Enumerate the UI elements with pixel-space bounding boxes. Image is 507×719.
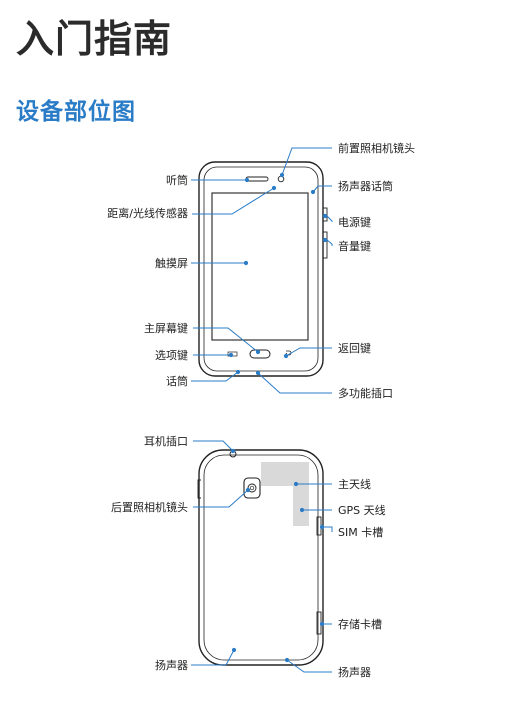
label-power-key: 电源键 [338,216,371,229]
label-touchscreen: 触摸屏 [155,257,188,270]
back-outer-frame [198,449,324,666]
home-key [249,349,271,359]
label-speaker-left: 扬声器 [155,659,188,672]
leader-multipurpose [257,372,332,394]
leader-back [285,347,332,357]
label-main-antenna: 主天线 [338,478,371,491]
gps-antenna-area [293,486,309,526]
leader-volume [326,239,333,246]
label-gps-antenna: GPS 天线 [338,504,386,517]
leader-speaker-right [286,659,332,673]
label-earpiece: 听筒 [166,174,188,187]
rear-camera-housing [243,477,261,499]
front-camera-lens [277,175,285,183]
label-menu-key: 选项键 [155,349,188,362]
label-rear-camera: 后置照相机镜头 [111,501,188,514]
leader-power [326,215,333,222]
label-proximity-sensor: 距离/光线传感器 [107,207,188,220]
volume-key [322,231,328,259]
back-inner-frame [203,454,319,661]
label-microphone: 话筒 [166,375,188,388]
front-outer-frame [198,161,324,377]
front-device [198,161,328,377]
leader-front-camera [281,147,332,176]
leader-headset [193,440,234,452]
leader-speaker-left [191,649,235,666]
label-headset-jack: 耳机插口 [144,435,188,448]
leader-rear-camera [193,489,249,508]
leader-home [193,327,259,353]
label-sim-slot: SIM 卡槽 [338,526,384,539]
front-screen [211,192,309,341]
leader-microphone [191,371,239,382]
section-title: 设备部位图 [16,99,136,125]
leader-speakerphone [312,185,332,193]
label-back-key: 返回键 [338,342,371,355]
label-speaker-right: 扬声器 [338,666,371,679]
label-home-key: 主屏幕键 [144,322,188,335]
label-multipurpose-jack: 多功能插口 [338,387,393,400]
back-device [197,449,324,666]
label-front-camera: 前置照相机镜头 [338,142,415,155]
earpiece-grille [245,176,269,182]
label-memory-card-slot: 存储卡槽 [338,618,382,631]
leader-proximity [192,187,275,215]
front-leader-lines [191,147,333,394]
leader-sim [322,526,333,532]
page-title: 入门指南 [16,17,173,61]
back-leader-lines [191,440,333,673]
label-volume-key: 音量键 [338,240,371,253]
front-inner-frame [203,166,319,372]
label-speakerphone: 扬声器话筒 [338,180,393,193]
main-antenna-area [261,462,309,486]
power-key [322,207,328,222]
